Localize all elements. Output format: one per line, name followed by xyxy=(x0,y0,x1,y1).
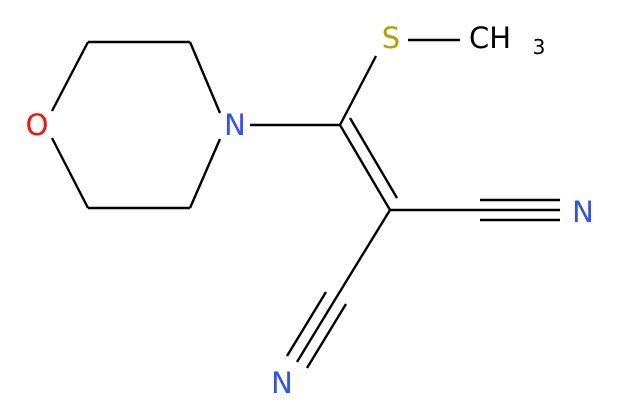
oxygen-atom-label: O xyxy=(26,108,49,142)
double-bond-cc xyxy=(338,117,399,211)
sulfur-atom-label: S xyxy=(382,21,400,55)
morpholine-nitrogen-label: N xyxy=(224,108,246,142)
morpholine-ring xyxy=(50,40,222,210)
bond-n-c-upper xyxy=(188,41,222,114)
methyl-group-label: CH xyxy=(469,21,511,55)
bottom-nitrile-nitrogen-label: N xyxy=(271,366,293,400)
bond-o-c-lower xyxy=(50,137,90,209)
right-nitrile-nitrogen-label: N xyxy=(572,195,594,229)
triple-bond-right xyxy=(480,198,560,222)
bond-to-bottom-nitrile xyxy=(334,209,392,299)
bond-alkene-sulfur xyxy=(338,55,378,126)
methyl-subscript: 3 xyxy=(533,35,546,59)
bond-c-n-lower xyxy=(188,138,222,209)
bond-c-o-upper xyxy=(50,41,90,112)
triple-bond-bottom xyxy=(285,291,348,369)
